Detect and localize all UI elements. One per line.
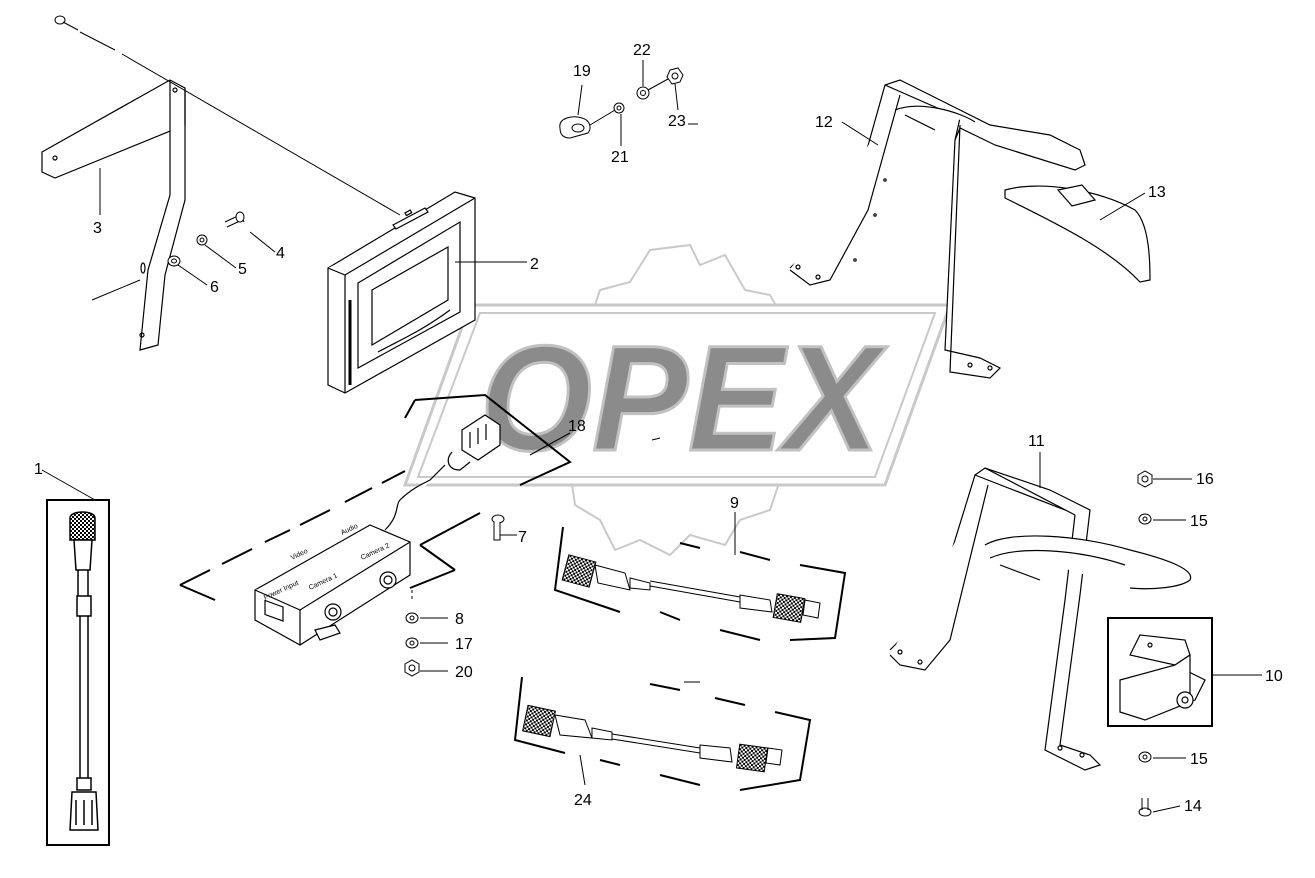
- callout-11: 11: [1028, 433, 1045, 450]
- callout-13: 13: [1148, 184, 1166, 201]
- opex-watermark: OPEX: [402, 243, 953, 557]
- callout-16: 16: [1196, 471, 1214, 488]
- callout-22: 22: [633, 42, 651, 59]
- callout-3: 3: [93, 220, 102, 237]
- callout-15-upper: 15: [1190, 513, 1208, 530]
- frame-fasteners: [1137, 470, 1153, 817]
- mount-frame-11: [889, 467, 1192, 771]
- camera-cable-24: [513, 676, 812, 791]
- callout-23: 23: [668, 113, 686, 130]
- watermark-gear: [538, 243, 832, 557]
- camera-cable-9: [553, 526, 847, 641]
- control-box-assembly: [179, 393, 572, 601]
- cable-24-plugs: [522, 704, 783, 773]
- clamp-hardware: [559, 67, 684, 139]
- callout-17: 17: [455, 636, 473, 653]
- hinge-part-10: [1107, 617, 1213, 727]
- watermark-frame-inner: [416, 312, 937, 478]
- callout-6: 6: [210, 279, 219, 296]
- callout-1: 1: [34, 461, 43, 478]
- callout-10: 10: [1265, 668, 1283, 685]
- cable-9-plugs: [561, 554, 821, 623]
- callout-21: 21: [611, 149, 629, 166]
- callout-7: 7: [518, 529, 527, 546]
- callout-4: 4: [276, 245, 285, 262]
- callout-14: 14: [1184, 798, 1202, 815]
- callout-5: 5: [238, 261, 247, 278]
- mount-frame-12: [789, 79, 1086, 379]
- screw-top-left: [54, 15, 79, 31]
- control-box-connector: [447, 414, 501, 471]
- callout-2: 2: [530, 256, 539, 273]
- callout-20: 20: [455, 664, 473, 681]
- leader-lines: [41, 60, 1262, 813]
- fastener-set: [91, 211, 245, 301]
- assembly-line: [79, 31, 401, 216]
- power-cable-1: [46, 499, 110, 846]
- callout-8: 8: [455, 611, 464, 628]
- callout-18: 18: [568, 418, 586, 435]
- mount-screw-stack: [404, 514, 505, 677]
- callout-12: 12: [815, 114, 833, 131]
- label-video: Video: [290, 548, 309, 562]
- control-box: [254, 464, 446, 646]
- callout-9: 9: [730, 495, 739, 512]
- callout-labels: 1 2 3 4 5 6 7 8 9 10 11 12 13 14 15 15 1…: [34, 42, 1283, 815]
- monitor-display: [327, 191, 476, 394]
- pad-part-13: [1004, 184, 1151, 283]
- callout-15-lower: 15: [1190, 751, 1208, 768]
- callout-19: 19: [573, 63, 591, 80]
- callout-24: 24: [574, 792, 592, 809]
- bracket-part: [41, 79, 186, 351]
- watermark-text: OPEX: [480, 314, 888, 482]
